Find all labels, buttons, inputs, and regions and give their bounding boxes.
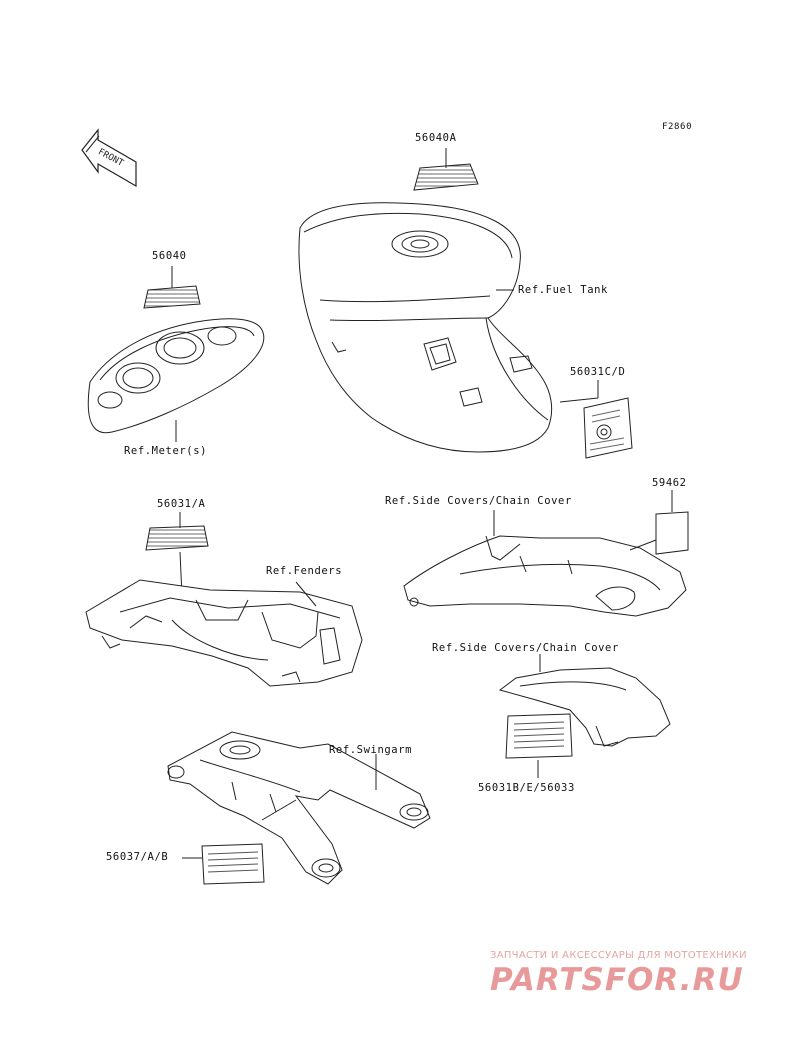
watermark-logo: PARTSFOR.RU [490, 962, 744, 998]
part-56037ab-label: 56037/A/B [106, 851, 169, 863]
part-56031be-56033-label: 56031B/E/56033 [478, 782, 575, 794]
swingarm [167, 731, 431, 885]
figure-code: F2860 [662, 122, 693, 132]
front-arrow-icon: FRONT [81, 128, 137, 188]
decal-56040 [143, 266, 201, 309]
part-56040a-label: 56040A [415, 132, 457, 144]
part-59462-label: 59462 [652, 477, 687, 489]
chain-cover [498, 654, 671, 747]
side-cover-upper [403, 510, 687, 617]
ref-swingarm-label: Ref.Swingarm [329, 744, 413, 756]
meter-panel [87, 318, 265, 442]
fender [85, 579, 363, 687]
decal-56031cd [559, 380, 633, 459]
ref-side-covers-label-1: Ref.Side Covers/Chain Cover [385, 495, 572, 507]
ref-meter-label: Ref.Meter(s) [124, 445, 208, 457]
watermark-tagline: ЗАПЧАСТИ И АКСЕССУАРЫ ДЛЯ МОТОТЕХНИКИ [490, 950, 747, 961]
ref-fuel-tank-label: Ref.Fuel Tank [518, 284, 608, 296]
decal-56031a [145, 512, 209, 597]
decal-59462 [629, 490, 689, 555]
decal-56037ab [182, 843, 265, 885]
decal-56040a [413, 148, 479, 191]
fuel-tank [298, 202, 553, 453]
part-56031a-label: 56031/A [157, 498, 206, 510]
part-56031cd-label: 56031C/D [570, 366, 626, 378]
ref-side-covers-label-2: Ref.Side Covers/Chain Cover [432, 642, 619, 654]
part-56040-label: 56040 [152, 250, 187, 262]
decal-56031be-56033 [505, 713, 573, 778]
ref-fenders-label: Ref.Fenders [266, 565, 343, 577]
